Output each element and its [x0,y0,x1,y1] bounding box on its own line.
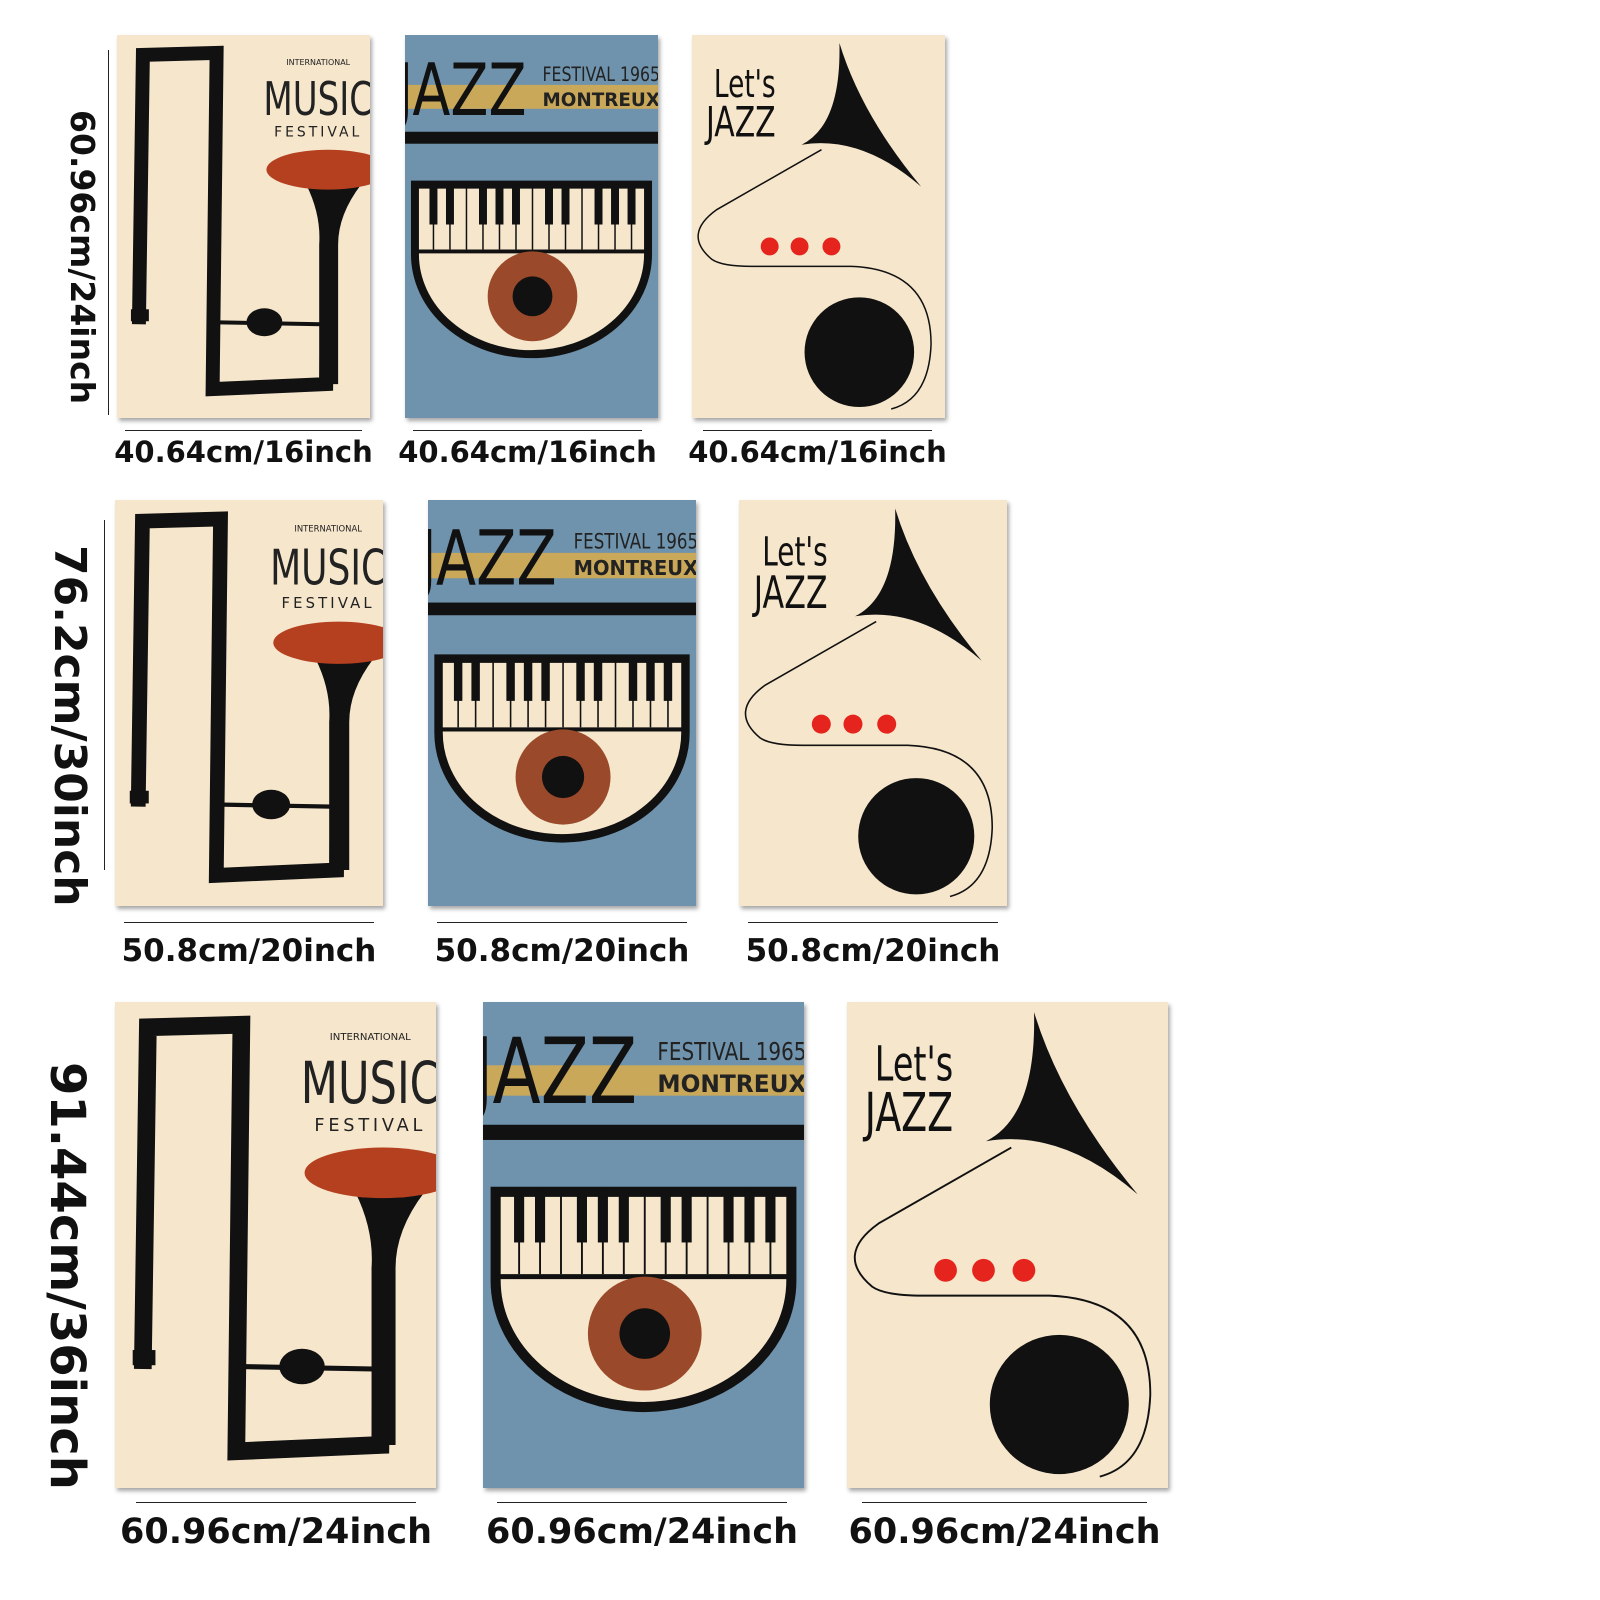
piano-black-key [534,1191,546,1243]
width-dimension-line [125,430,362,431]
poster-text-lets: Let's [875,1036,953,1092]
width-dimension-line [136,1502,416,1503]
poster-text-jazz: JAZZ [863,1082,954,1144]
lets-jazz-poster-art: Let's JAZZ [739,500,1007,906]
piano-black-key [744,1191,755,1243]
poster-text-international: INTERNATIONAL [294,524,362,534]
poster-text-festival-1965: FESTIVAL 1965 [542,63,658,86]
width-dimension-line [413,430,642,431]
piano-black-key [660,1191,671,1243]
music-poster: INTERNATIONAL MUSIC FESTIVAL [117,35,370,418]
width-dimension-line [748,922,998,923]
lets-jazz-poster-art: Let's JAZZ [692,35,945,418]
width-label: 60.96cm/24inch [848,1512,1161,1552]
poster-text-jazz: JAZZ [704,98,776,147]
poster-text-montreux: MONTREUX [574,556,696,580]
poster-text-festival: FESTIVAL [281,595,374,612]
piano-black-key [471,658,480,701]
poster-text-jazz: JAZZ [405,48,527,132]
piano-black-key [628,658,638,701]
poster-text-music: MUSIC [301,1049,436,1117]
jazz-montreux-poster-art: JAZZ FESTIVAL 1965 MONTREUX [405,35,658,418]
jazz-poster: JAZZ FESTIVAL 1965 MONTREUX [483,1002,804,1488]
width-label: 50.8cm/20inch [434,933,690,970]
piano-black-key [514,1191,525,1243]
width-dimension-line [862,1502,1147,1503]
lets-poster: Let's JAZZ [739,500,1007,906]
lets-jazz-poster-art: Let's JAZZ [847,1002,1168,1488]
poster-text-music: MUSIC [270,541,383,597]
poster-text-festival-1965: FESTIVAL 1965 [574,529,696,554]
piano-black-key [429,184,438,225]
piano-black-key [597,1191,608,1243]
poster-text-lets: Let's [714,62,776,106]
poster-text-jazz: JAZZ [483,1019,637,1125]
piano-black-key [646,658,655,701]
height-dimension-line [108,50,109,415]
lets-poster: Let's JAZZ [692,35,945,418]
width-label: 40.64cm/16inch [398,434,657,469]
piano-black-key [576,658,585,701]
piano-black-key [523,658,533,701]
poster-text-festival-1965: FESTIVAL 1965 [657,1037,804,1066]
width-label: 50.8cm/20inch [121,933,377,970]
jazz-montreux-poster-art: JAZZ FESTIVAL 1965 MONTREUX [428,500,696,906]
width-dimension-line [703,430,932,431]
piano-black-key [545,184,553,225]
width-dimension-line [124,922,374,923]
piano-black-key [681,1191,692,1243]
width-label: 40.64cm/16inch [688,434,947,469]
piano-black-key [594,184,603,225]
width-label: 50.8cm/20inch [745,933,1001,970]
poster-text-montreux: MONTREUX [542,89,658,111]
jazz-montreux-poster-art: JAZZ FESTIVAL 1965 MONTREUX [483,1002,804,1488]
height-label: 91.44cm/36inch [39,1062,95,1490]
music-festival-poster-art: INTERNATIONAL MUSIC FESTIVAL [115,500,383,906]
music-festival-poster-art: INTERNATIONAL MUSIC FESTIVAL [117,35,370,418]
piano-black-key [611,184,620,225]
piano-black-key [723,1191,734,1243]
piano-black-key [627,184,636,225]
width-label: 60.96cm/24inch [120,1512,432,1552]
poster-text-international: INTERNATIONAL [286,58,350,67]
piano-black-key [478,184,487,225]
piano-black-key [593,658,603,701]
piano-black-key [576,1191,587,1243]
piano-black-key [541,658,550,701]
lets-poster: Let's JAZZ [847,1002,1168,1488]
width-dimension-line [437,922,687,923]
poster-text-jazz: JAZZ [752,568,828,619]
piano-black-key [512,184,520,225]
music-poster: INTERNATIONAL MUSIC FESTIVAL [115,500,383,906]
poster-text-music: MUSIC [263,72,370,126]
piano-black-key [765,1191,776,1243]
music-poster: INTERNATIONAL MUSIC FESTIVAL [115,1002,436,1488]
poster-text-montreux: MONTREUX [657,1070,804,1098]
poster-text-jazz: JAZZ [428,514,557,603]
width-label: 40.64cm/16inch [114,434,373,469]
width-label: 60.96cm/24inch [486,1512,798,1552]
height-label: 60.96cm/24inch [63,110,102,405]
piano-black-key [453,658,463,701]
piano-black-key [561,184,570,225]
piano-black-key [618,1191,629,1243]
music-festival-poster-art: INTERNATIONAL MUSIC FESTIVAL [115,1002,436,1488]
height-label: 76.2cm/30inch [44,545,95,907]
jazz-poster: JAZZ FESTIVAL 1965 MONTREUX [428,500,696,906]
piano-black-key [663,658,673,701]
poster-text-lets: Let's [762,530,827,576]
jazz-poster: JAZZ FESTIVAL 1965 MONTREUX [405,35,658,418]
poster-text-festival: FESTIVAL [274,125,362,141]
poster-text-festival: FESTIVAL [314,1116,426,1136]
piano-black-key [445,184,454,225]
piano-black-key [506,658,515,701]
poster-text-international: INTERNATIONAL [330,1032,411,1043]
width-dimension-line [497,1502,787,1503]
height-dimension-line [104,520,105,870]
piano-black-key [495,184,504,225]
